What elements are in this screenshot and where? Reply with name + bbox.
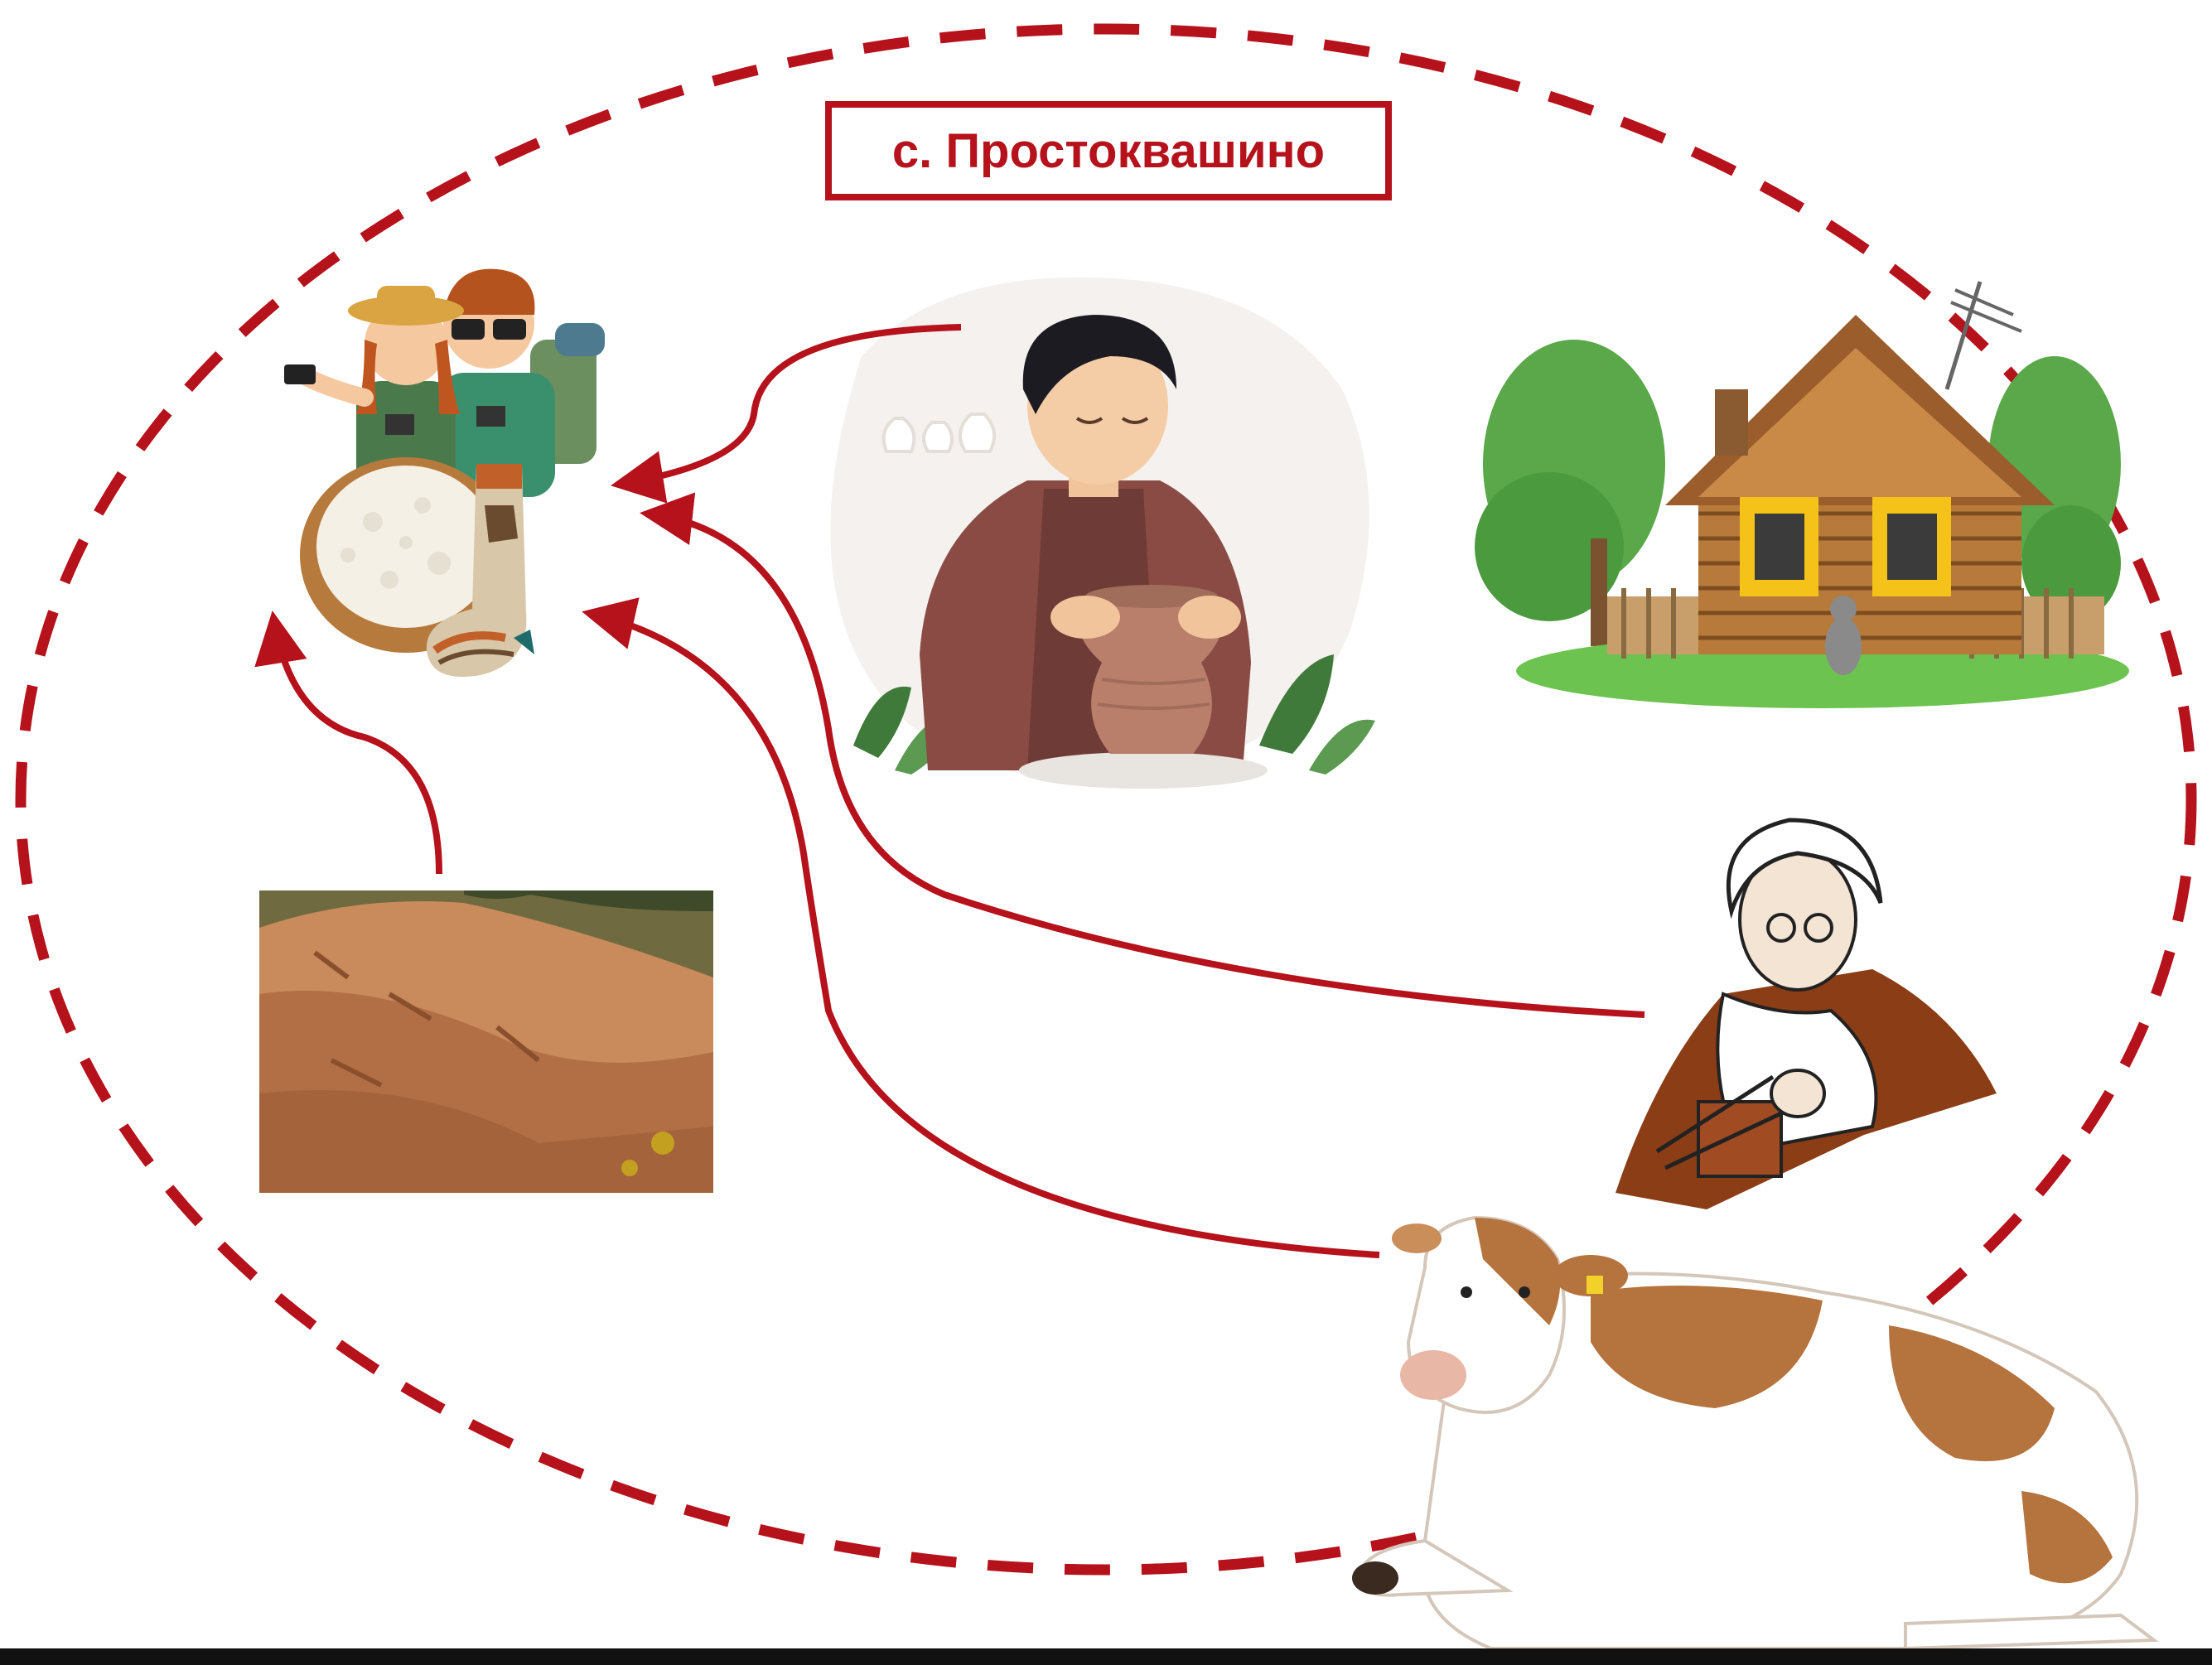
potter-image <box>830 277 1375 789</box>
bottom-border <box>0 1648 2212 1665</box>
cottage-cheese-bowl-icon <box>300 457 512 653</box>
village-label: с. Простоквашино <box>825 101 1392 200</box>
arrow-potter-to-products <box>611 324 962 504</box>
village-boundary <box>15 23 2197 1576</box>
wool-socks-icon <box>426 464 534 677</box>
clay-slope-image <box>259 890 713 1193</box>
arrow-clay-to-products <box>254 610 442 875</box>
arrow-grandmother-to-products <box>640 492 1645 1018</box>
tourists-icon <box>284 268 605 497</box>
knitting-grandmother-image <box>1616 818 1997 1209</box>
village-house-image <box>1475 281 2129 708</box>
arrow-cow-to-products <box>582 597 1380 1258</box>
tourists-products-image <box>284 268 605 677</box>
cow-image <box>1352 1215 2159 1651</box>
